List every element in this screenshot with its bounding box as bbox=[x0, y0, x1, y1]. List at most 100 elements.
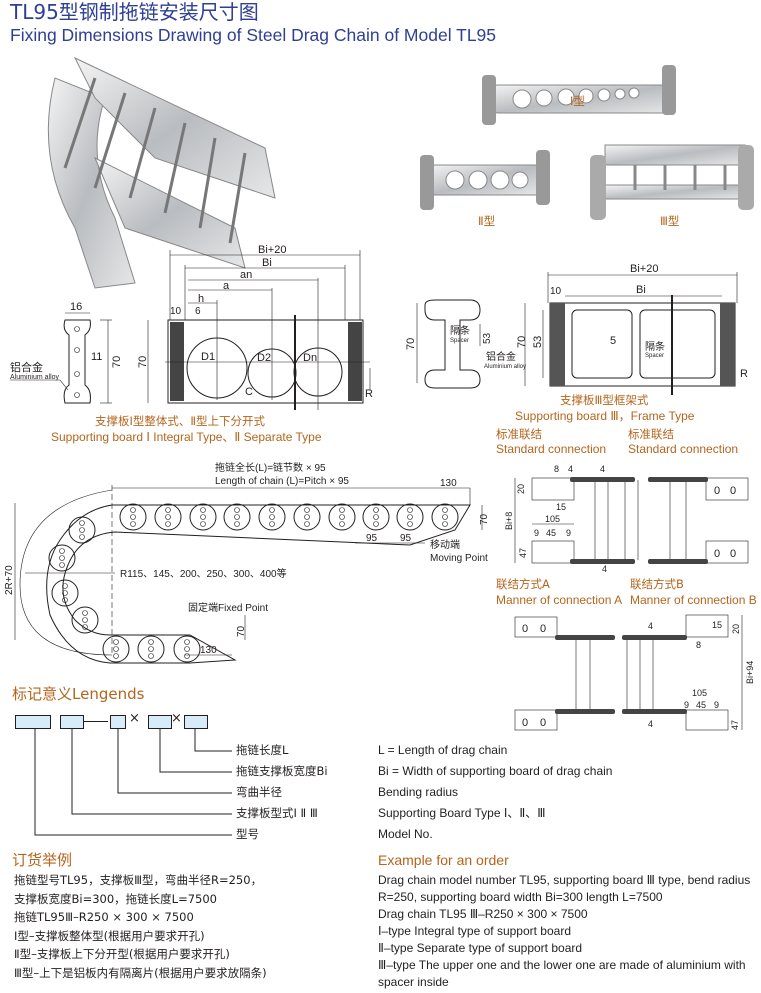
order-line-en: Ⅲ–type The upper one and the lower one a… bbox=[378, 958, 746, 972]
alloy-en: Aluminium alloy bbox=[10, 374, 60, 381]
order-title-en: Example for an order bbox=[378, 852, 509, 868]
d1-label: D1 bbox=[201, 351, 215, 363]
c-label: C bbox=[245, 386, 253, 398]
legend-item-en: L = Length of drag chain bbox=[378, 743, 508, 757]
link-hole bbox=[148, 653, 154, 659]
times-icon: × bbox=[129, 711, 140, 726]
dim-4c: 4 bbox=[602, 564, 607, 574]
link-hole bbox=[148, 639, 154, 645]
link-hole bbox=[234, 507, 240, 513]
dim-bi20: Bi+20 bbox=[258, 244, 286, 256]
chain-link bbox=[154, 503, 182, 531]
chain-link bbox=[328, 503, 356, 531]
chain-link bbox=[258, 503, 286, 531]
dim-105: 105 bbox=[545, 514, 560, 524]
legend-item-en: Bi = Width of supporting board of drag c… bbox=[378, 764, 613, 778]
link-hole bbox=[269, 521, 275, 527]
chain-link bbox=[189, 503, 217, 531]
hole: 0 bbox=[540, 717, 546, 729]
hole: 0 bbox=[714, 485, 720, 497]
board1-caption-en: Supporting board Ⅰ Integral Type、Ⅱ Separ… bbox=[51, 430, 322, 444]
order-line-cn: 支撑板宽度Bi=300，拖链长度L=7500 bbox=[14, 891, 217, 906]
link-hole bbox=[62, 583, 68, 589]
radius-values: R115、145、200、250、300、400等 bbox=[120, 567, 287, 580]
alloy3-en: Aluminium alloy bbox=[484, 364, 526, 370]
dim-9b: 9 bbox=[714, 700, 719, 710]
link-hole bbox=[113, 639, 119, 645]
dim-bi: Bi bbox=[262, 257, 272, 269]
alloy3-cn: 铝合金 bbox=[486, 350, 516, 363]
connection-ab-drawing: 0 0 0 0 4 15 20 8 Bi+94 105 9 45 9 47 4 bbox=[514, 614, 755, 731]
dim-9: 9 bbox=[534, 528, 539, 538]
type2-board-photo bbox=[420, 150, 550, 210]
dim3-70b: 70 bbox=[516, 336, 528, 348]
legend-item-cn: 拖链支撑板宽度Bi bbox=[236, 764, 328, 778]
link-hole bbox=[339, 514, 345, 520]
standard-cn-1: 标准联结 bbox=[496, 427, 542, 441]
type3-board-photo bbox=[590, 144, 754, 220]
model-box bbox=[15, 715, 51, 729]
type3-label: Ⅲ型 bbox=[660, 214, 680, 228]
hole: 0 bbox=[730, 485, 736, 497]
chain-link bbox=[137, 635, 165, 663]
order-line-en: Ⅱ–type Separate type of support board bbox=[378, 941, 583, 955]
dim-bi94: Bi+94 bbox=[745, 661, 755, 684]
link-hole bbox=[200, 507, 206, 513]
dim-2r70: 2R+70 bbox=[4, 565, 15, 595]
link-hole bbox=[62, 597, 68, 603]
dim-4b: 4 bbox=[648, 719, 653, 729]
type1-board-photo bbox=[482, 65, 676, 125]
board3-caption-en: Supporting board Ⅲ，Frame Type bbox=[515, 409, 695, 423]
order-line-cn: 拖链型号TL95，支撑板Ⅲ型，弯曲半径R=250， bbox=[14, 873, 263, 887]
fixed-point: 固定端Fixed Point bbox=[188, 601, 268, 614]
chain-link bbox=[362, 503, 390, 531]
dim-8: 8 bbox=[554, 464, 559, 474]
link-hole bbox=[234, 521, 240, 527]
link-hole bbox=[59, 548, 65, 554]
chain-length-en: Length of chain (L)=Pitch × 95 bbox=[215, 476, 349, 487]
link-hole bbox=[407, 507, 413, 513]
dim-70: 70 bbox=[111, 356, 123, 368]
spacer3-en: Spacer bbox=[645, 353, 664, 359]
dim-10: 10 bbox=[170, 306, 182, 317]
chain-link bbox=[71, 606, 99, 634]
hole: 0 bbox=[540, 623, 546, 635]
link-hole bbox=[407, 514, 413, 520]
link-hole bbox=[130, 514, 136, 520]
order-line-en: spacer inside bbox=[378, 975, 449, 989]
dim-70b: 70 bbox=[236, 625, 247, 637]
link-hole bbox=[200, 514, 206, 520]
link-hole bbox=[82, 610, 88, 616]
legend-item-cn: 支撑板型式Ⅰ Ⅱ Ⅲ bbox=[236, 806, 318, 820]
dim-6: 6 bbox=[195, 306, 201, 317]
order-line-en: Drag chain model number TL95, supporting… bbox=[378, 873, 751, 887]
legend-item-cn: 弯曲半径 bbox=[236, 785, 282, 799]
spacer3-cn: 隔条 bbox=[645, 340, 665, 353]
link-hole bbox=[62, 590, 68, 596]
moving-cn: 移动端 bbox=[430, 538, 460, 551]
link-hole bbox=[339, 507, 345, 513]
link-hole bbox=[304, 521, 310, 527]
board3-drawing: 70 53 隔条 Spacer 铝合金 Aluminium alloy Bi+2… bbox=[405, 263, 748, 395]
link-hole bbox=[442, 507, 448, 513]
dim-45: 45 bbox=[696, 700, 706, 710]
chain-link bbox=[119, 503, 147, 531]
dim-bi8: Bi+8 bbox=[504, 512, 514, 530]
chain-link bbox=[173, 635, 201, 663]
link-hole bbox=[165, 521, 171, 527]
hole: 0 bbox=[522, 717, 528, 729]
order-line-en: Ⅰ–type Integral type of support board bbox=[378, 924, 571, 938]
link-hole bbox=[269, 507, 275, 513]
chain-link bbox=[223, 503, 251, 531]
link-hole bbox=[59, 555, 65, 561]
chain-link bbox=[396, 503, 424, 531]
legend-leader-lines bbox=[34, 729, 232, 836]
link-hole bbox=[373, 514, 379, 520]
hole: 0 bbox=[730, 548, 736, 560]
link-hole bbox=[130, 521, 136, 527]
dim3-70: 70 bbox=[405, 338, 417, 350]
length-box bbox=[184, 715, 208, 729]
link-hole bbox=[373, 521, 379, 527]
chain-link bbox=[68, 516, 96, 544]
dn-label: Dn bbox=[303, 352, 317, 364]
